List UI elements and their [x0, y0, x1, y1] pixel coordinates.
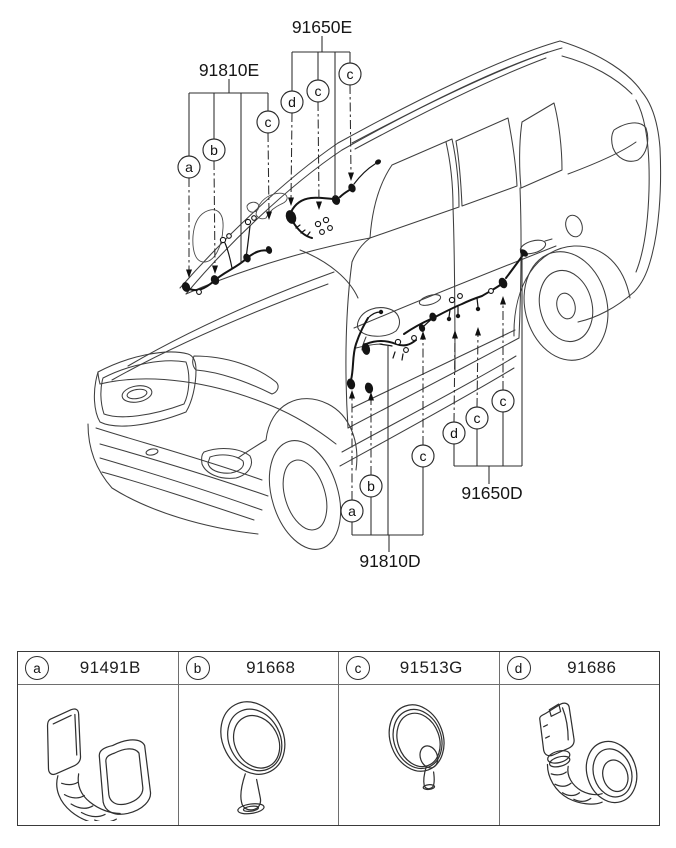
- callout-letter-badge: c: [346, 656, 370, 680]
- bracket-91650d: [453, 256, 523, 484]
- svg-text:d: d: [450, 425, 458, 441]
- front-door-harness-lower-art: [346, 309, 417, 394]
- leader-lines-91810e: [188, 132, 270, 272]
- part-illustration-area: [500, 685, 660, 825]
- callout-letter: a: [33, 660, 41, 676]
- legend-cell-header: b 91668: [178, 652, 338, 685]
- callout-badge-b: b: [359, 474, 383, 498]
- svg-text:c: c: [265, 114, 272, 130]
- legend-cell-c: c 91513G: [339, 652, 500, 825]
- callout-badge-c: c: [465, 406, 489, 430]
- leader-lines-91650e: [290, 84, 352, 205]
- legend-cell-header: c 91513G: [339, 652, 499, 685]
- legend-cell-b: b 91668: [178, 652, 339, 825]
- callout-badge-c: c: [338, 62, 362, 86]
- svg-text:c: c: [315, 83, 322, 99]
- connector-bellows-with-grommet-illustration: [538, 702, 638, 805]
- leader-arrows-91810e: [186, 211, 272, 278]
- svg-text:b: b: [210, 142, 218, 158]
- part-number: 91491B: [79, 658, 141, 677]
- callout-letter-badge: d: [506, 656, 531, 680]
- bracket-91810d: [351, 346, 424, 552]
- disc-grommet-with-stub-illustration: [388, 704, 445, 791]
- callout-group-91650d: 91650D d c c: [442, 256, 523, 503]
- callout-letter: c: [354, 660, 362, 676]
- harness-label-91650e: 91650E: [292, 17, 352, 37]
- leader-lines-91810d: [351, 336, 424, 500]
- part-number: 91686: [567, 658, 617, 677]
- callout-letter-badge: a: [25, 656, 49, 680]
- callout-badge-d: d: [280, 90, 304, 114]
- bracket-91810e: [188, 79, 269, 263]
- rear-door-harness-lower-art: [403, 249, 528, 335]
- parts-legend-table: a 91491B b 91668: [17, 651, 660, 826]
- legend-cell-a: a 91491B: [18, 652, 179, 825]
- bracket-91650e: [291, 36, 351, 197]
- rear-door-harness-upper-art: [246, 159, 382, 239]
- svg-text:c: c: [420, 448, 427, 464]
- part-illustration-area: [179, 685, 339, 825]
- leader-lines-91650d: [453, 302, 504, 423]
- callout-letter: d: [514, 660, 523, 676]
- callout-group-91810e: 91810E a b c: [177, 60, 280, 278]
- callout-group-91650e: 91650E d c c: [280, 17, 362, 210]
- grommet-bellows-with-plates-illustration: [47, 708, 152, 821]
- callout-letter: b: [193, 660, 202, 676]
- callout-badge-c: c: [306, 79, 330, 103]
- callout-badge-b: b: [202, 138, 226, 162]
- vehicle-line-art: [87, 40, 662, 550]
- callout-badge-a: a: [340, 499, 364, 523]
- callout-badge-c: c: [256, 110, 280, 134]
- legend-cell-d: d 91686: [499, 652, 660, 825]
- leader-arrows-91650d: [452, 296, 506, 339]
- callout-group-91810d: 91810D a b c: [340, 331, 435, 571]
- svg-text:d: d: [288, 94, 296, 110]
- part-illustration-area: [339, 685, 499, 825]
- legend-cell-header: a 91491B: [18, 652, 178, 685]
- callout-badge-a: a: [177, 155, 201, 179]
- svg-text:c: c: [347, 66, 354, 82]
- front-door-harness-upper-art: [181, 215, 273, 295]
- svg-text:c: c: [474, 410, 481, 426]
- svg-text:a: a: [185, 159, 193, 175]
- part-number: 91513G: [399, 658, 463, 677]
- leader-arrows-91650e: [288, 172, 354, 210]
- round-grommet-with-tube-illustration: [219, 701, 286, 815]
- harness-label-91810e: 91810E: [199, 60, 259, 80]
- svg-text:b: b: [367, 478, 375, 494]
- callout-badge-c: c: [411, 444, 435, 468]
- svg-text:c: c: [500, 393, 507, 409]
- harness-label-91650d: 91650D: [461, 483, 522, 503]
- callout-badge-d: d: [442, 421, 466, 445]
- callout-letter-badge: b: [185, 656, 210, 680]
- callout-badge-c: c: [491, 389, 515, 413]
- harness-label-91810d: 91810D: [359, 551, 420, 571]
- part-number: 91668: [246, 658, 296, 677]
- svg-text:a: a: [348, 503, 356, 519]
- legend-cell-header: d 91686: [499, 652, 659, 685]
- part-illustration-area: [18, 685, 178, 825]
